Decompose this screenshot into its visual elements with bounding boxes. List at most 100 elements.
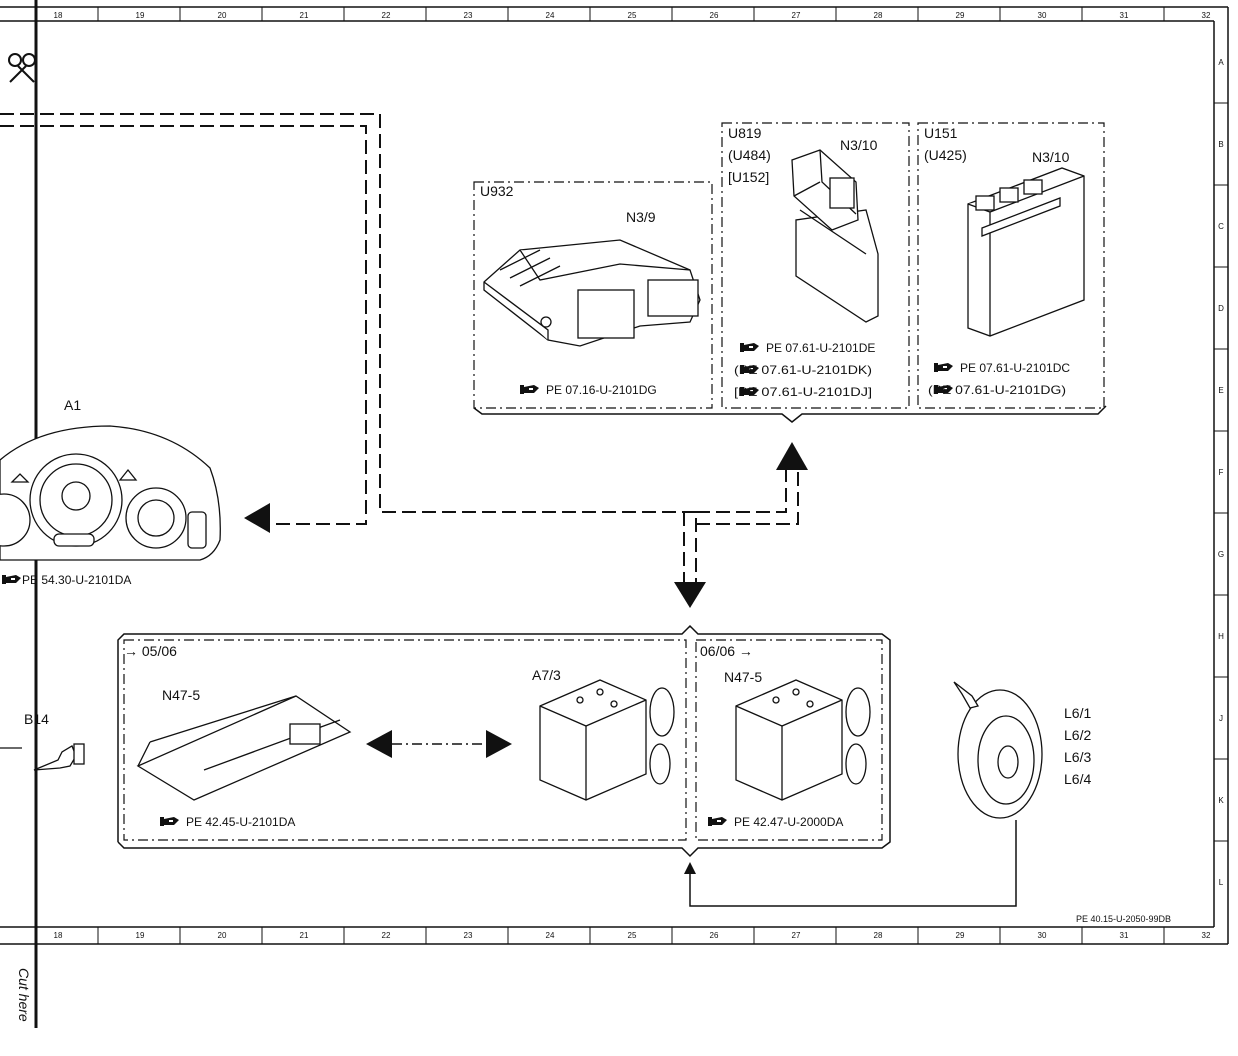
- ecu-group-box: [473, 122, 1105, 409]
- drawing-frame: [0, 6, 1229, 945]
- column-ruler: 18 18 19 19 20 20 21 21 22 22 23 23 24 24 25 25 26 26 27 27…: [54, 7, 1211, 944]
- sheet-reference: PE 40.15-U-2050-99DB: [1076, 914, 1171, 924]
- row-label: B: [1218, 140, 1223, 149]
- column-label: 22: [382, 931, 391, 940]
- row-ruler: A B C D E F G H J K L: [1214, 58, 1228, 887]
- row-label: F: [1219, 468, 1224, 477]
- hydraulic-unit-a7-3-drawing: [539, 679, 675, 801]
- row-label: C: [1218, 222, 1224, 231]
- label-n3-9: N3/9: [626, 209, 656, 225]
- column-label: 29: [956, 931, 965, 940]
- label-u932: U932: [480, 183, 514, 199]
- column-label: 20: [218, 11, 227, 20]
- column-label: 32: [1202, 11, 1211, 20]
- row-label: D: [1218, 304, 1224, 313]
- control-unit-n47-5-drawing: [136, 695, 352, 801]
- column-label: 19: [136, 11, 145, 20]
- column-label: 31: [1120, 11, 1129, 20]
- label-n3-10-a: N3/10: [840, 137, 878, 153]
- label-n47-5-left: N47-5: [162, 687, 200, 703]
- column-label: 20: [218, 931, 227, 940]
- label-b14: B14: [24, 711, 49, 727]
- row-label: E: [1218, 386, 1223, 395]
- label-group-0606: 06/06 →: [700, 643, 753, 659]
- column-label: 32: [1202, 931, 1211, 940]
- column-label: 25: [628, 931, 637, 940]
- reference-pointer-icon: [520, 385, 539, 394]
- ecu-n3-9-drawing: [483, 239, 701, 347]
- column-label: 30: [1038, 11, 1047, 20]
- sensor-b14-drawing: [0, 743, 85, 771]
- can-bus-lines: [0, 113, 799, 585]
- wheel-speed-sensor-drawing: [953, 681, 1043, 819]
- column-label: 31: [1120, 931, 1129, 940]
- column-label: 28: [874, 11, 883, 20]
- label-u151: U151: [924, 125, 958, 141]
- reference-pointer-icon: [708, 817, 727, 826]
- column-label: 18: [54, 11, 63, 20]
- wheel-sensor-line: [689, 820, 1017, 907]
- ref-u151-2: (PE 07.61-U-2101DG): [928, 383, 1066, 397]
- label-n47-5-right: N47-5: [724, 669, 762, 685]
- ref-u932: PE 07.16-U-2101DG: [546, 383, 657, 397]
- label-u484: (U484): [728, 147, 771, 163]
- reference-pointer-icon: [934, 363, 953, 372]
- column-label: 24: [546, 11, 555, 20]
- label-l6-1: L6/1: [1064, 705, 1091, 721]
- esp-group-box: [123, 639, 883, 841]
- column-label: 24: [546, 931, 555, 940]
- ecu-n3-10-b-drawing: [967, 167, 1085, 337]
- row-label: K: [1218, 796, 1224, 805]
- column-label: 19: [136, 931, 145, 940]
- label-u425: (U425): [924, 147, 967, 163]
- ref-a1: PE 54.30-U-2101DA: [22, 573, 131, 587]
- column-label: 25: [628, 11, 637, 20]
- label-group-0506: → 05/06: [124, 643, 177, 659]
- label-a7-3: A7/3: [532, 667, 561, 683]
- ref-u151-1: PE 07.61-U-2101DC: [960, 361, 1070, 375]
- column-label: 27: [792, 931, 801, 940]
- column-label: 22: [382, 11, 391, 20]
- label-l6-4: L6/4: [1064, 771, 1091, 787]
- label-l6-3: L6/3: [1064, 749, 1091, 765]
- scissors-icon: [8, 53, 36, 83]
- column-label: 26: [710, 11, 719, 20]
- ref-u819-2: (PE 07.61-U-2101DK): [734, 363, 872, 377]
- ref-u819-3: [PE 07.61-U-2101DJ]: [734, 385, 872, 399]
- column-label: 30: [1038, 931, 1047, 940]
- ref-n47-5-right: PE 42.47-U-2000DA: [734, 815, 843, 829]
- cut-here-label: Cut here: [16, 968, 32, 1022]
- column-label: 29: [956, 11, 965, 20]
- reference-pointer-icon: [160, 817, 179, 826]
- column-label: 23: [464, 931, 473, 940]
- reference-pointer-icon: [2, 575, 21, 584]
- row-label: L: [1219, 878, 1224, 887]
- label-l6-2: L6/2: [1064, 727, 1091, 743]
- arrow-to-a1: [244, 503, 270, 533]
- column-label: 28: [874, 931, 883, 940]
- label-u152: [U152]: [728, 169, 769, 185]
- row-label: G: [1218, 550, 1224, 559]
- label-u819: U819: [728, 125, 762, 141]
- column-label: 23: [464, 11, 473, 20]
- instrument-cluster-drawing: [0, 425, 221, 561]
- label-n3-10-b: N3/10: [1032, 149, 1070, 165]
- arrow-to-ecu-group: [776, 442, 808, 470]
- ecu-n3-10-a-drawing: [791, 149, 879, 323]
- arrow-from-wheel: [684, 862, 696, 874]
- column-label: 18: [54, 931, 63, 940]
- label-a1: A1: [64, 397, 81, 413]
- row-label: A: [1218, 58, 1224, 67]
- ref-n47-5-left: PE 42.45-U-2101DA: [186, 815, 295, 829]
- ref-u819-1: PE 07.61-U-2101DE: [766, 341, 875, 355]
- hydraulic-unit-n47-5-drawing: [735, 679, 871, 801]
- arrow-to-esp-group: [674, 582, 706, 608]
- row-label: J: [1219, 714, 1223, 723]
- column-label: 27: [792, 11, 801, 20]
- column-label: 21: [300, 931, 309, 940]
- column-label: 21: [300, 11, 309, 20]
- row-label: H: [1218, 632, 1224, 641]
- column-label: 26: [710, 931, 719, 940]
- double-arrow-link: [366, 730, 512, 758]
